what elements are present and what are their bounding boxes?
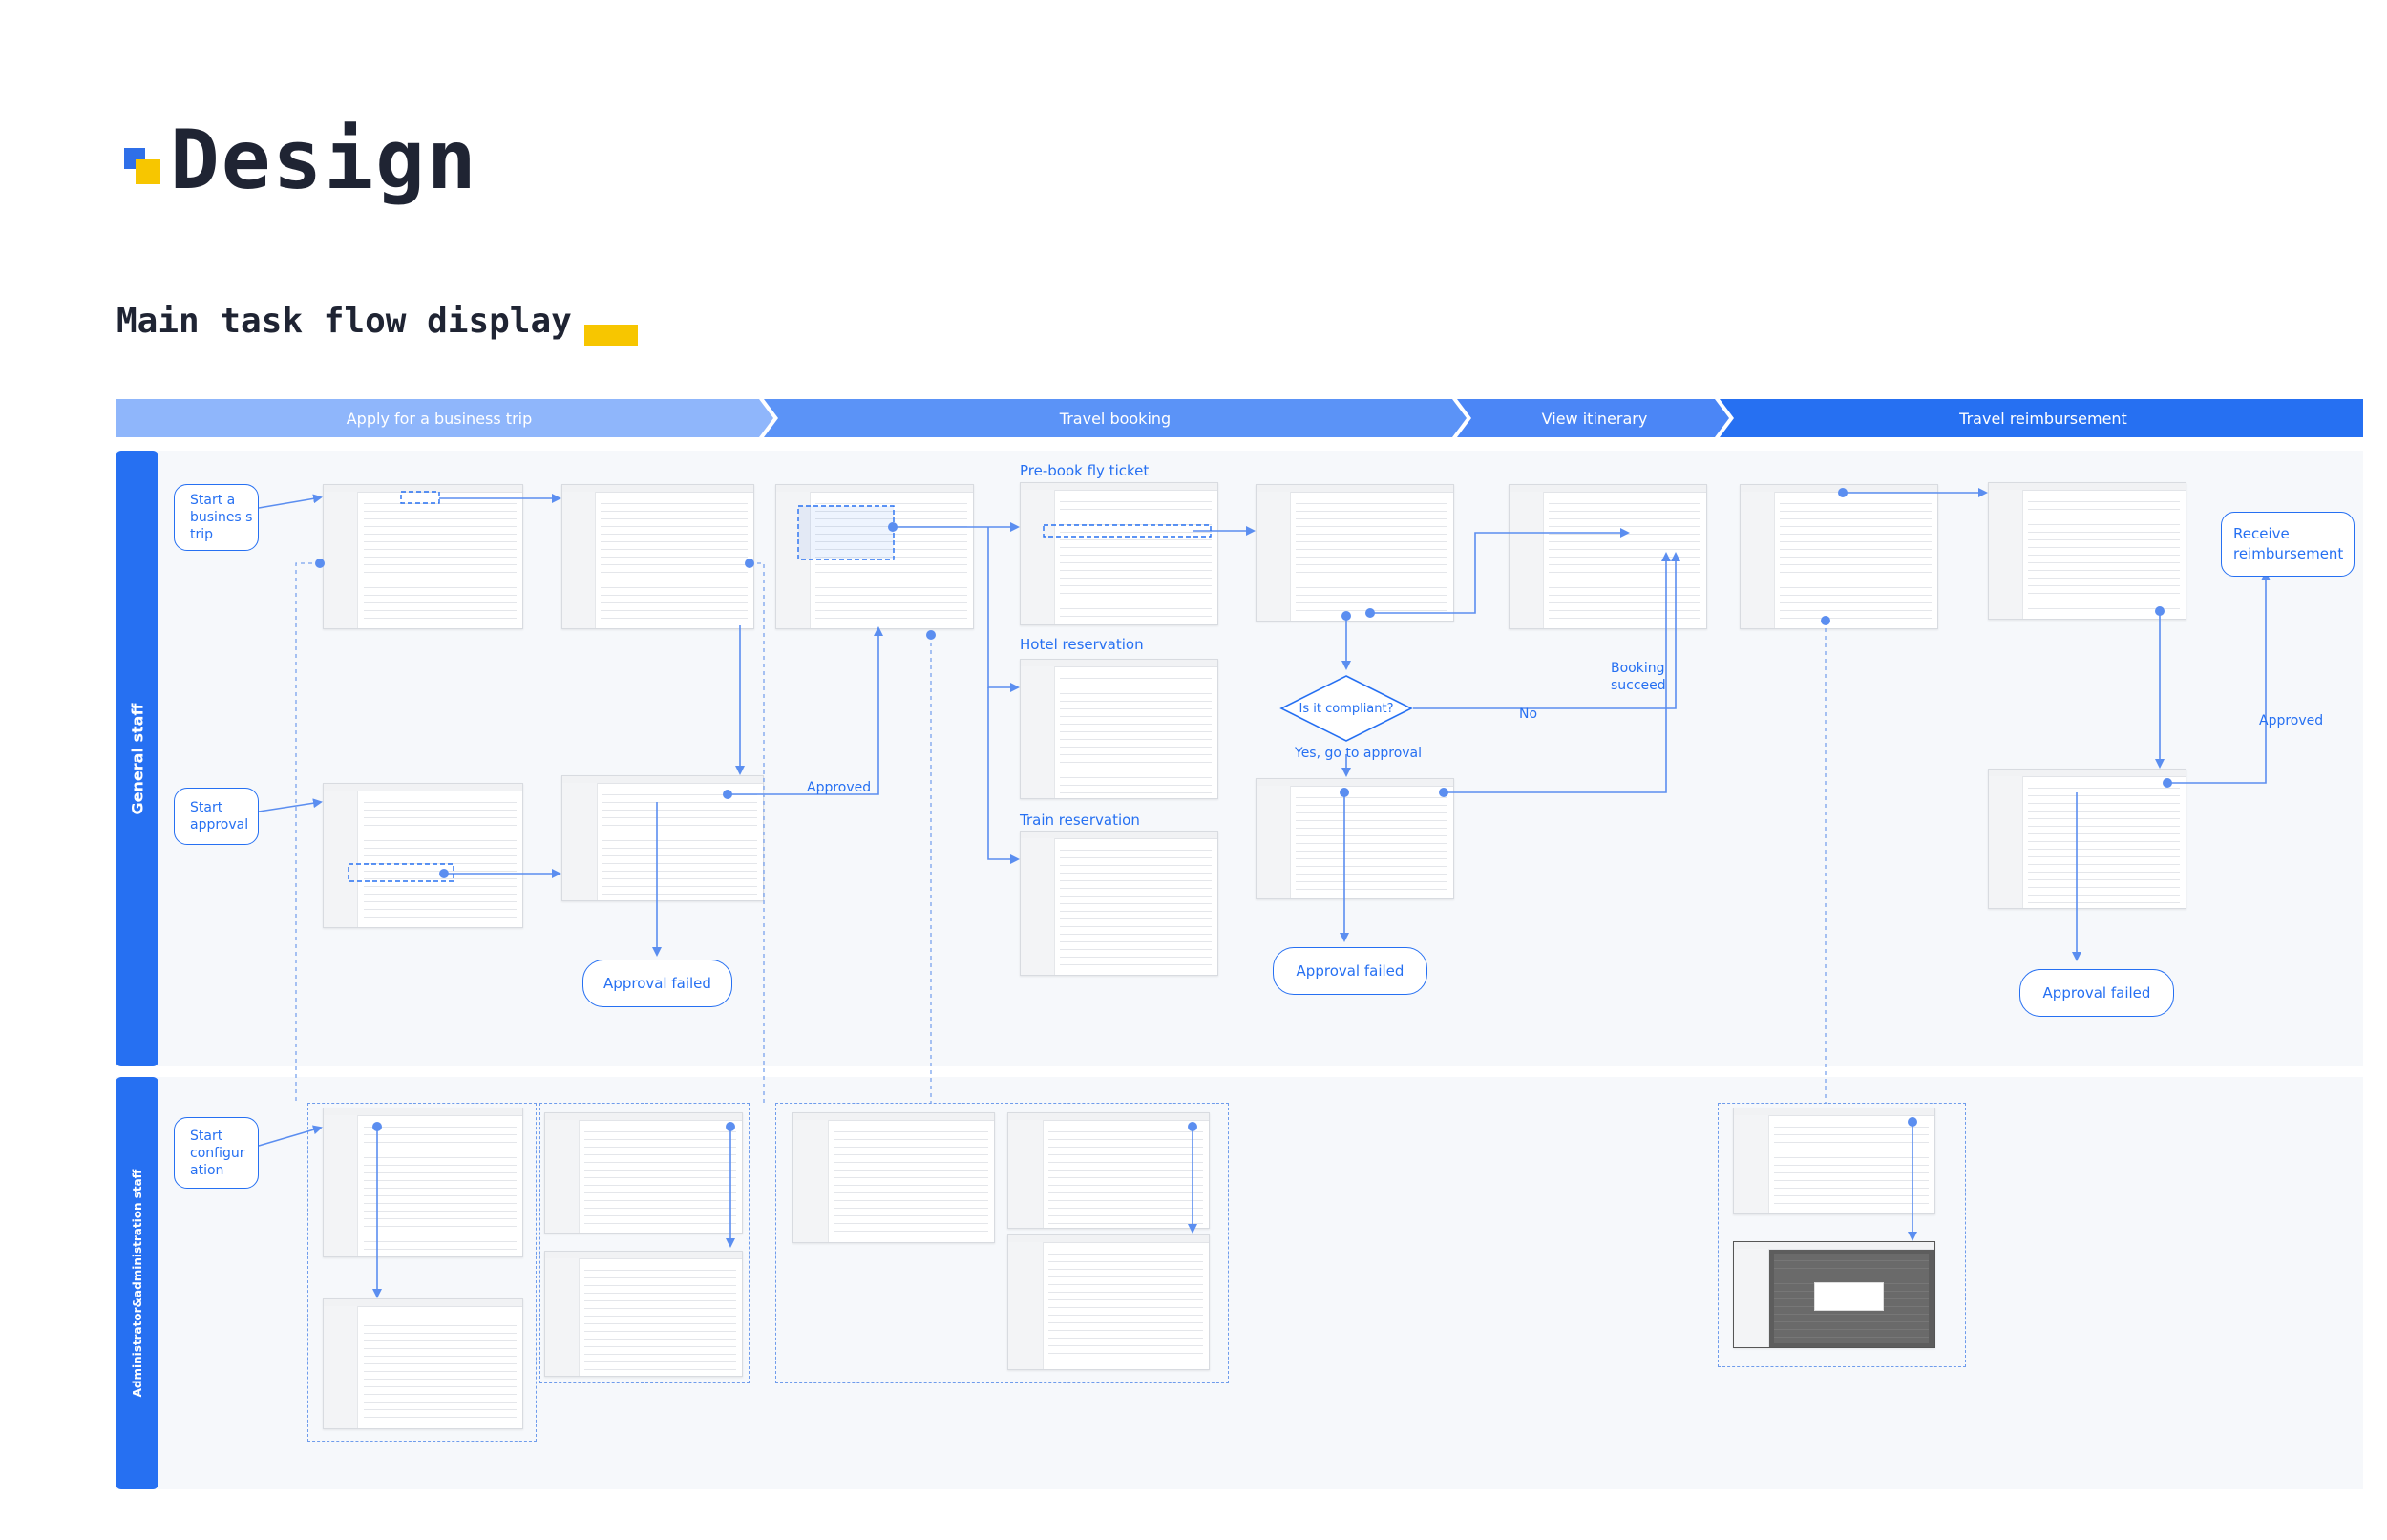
screen-policy-settings xyxy=(792,1112,995,1243)
logo-yellow-square xyxy=(136,159,160,184)
screen-reimburse-approval xyxy=(1988,769,2186,909)
screen-booking-confirm xyxy=(1256,484,1454,622)
screen-hotel-list xyxy=(1020,659,1218,799)
screen-trip-home xyxy=(323,484,523,629)
admin-group-1 xyxy=(307,1103,537,1442)
screen-config-editor xyxy=(544,1251,743,1377)
label-approved-2: Approved xyxy=(2259,713,2324,728)
phase-banner: Apply for a business trip Travel booking… xyxy=(116,399,2363,437)
screen-trip-form xyxy=(561,484,754,629)
screen-booking-home xyxy=(775,484,974,629)
approval-failed-node-2: Approval failed xyxy=(1273,947,1427,995)
screen-flight-list xyxy=(1020,482,1218,625)
label-approved-1: Approved xyxy=(807,780,872,795)
phase-apply-label: Apply for a business trip xyxy=(347,410,533,428)
screen-config-home xyxy=(323,1108,523,1257)
approval-failed-node-3: Approval failed xyxy=(2019,969,2174,1017)
screen-policy-table xyxy=(1007,1112,1210,1229)
lane-admin-label: Administrator&administration staff xyxy=(116,1077,158,1489)
screen-reimburse-form xyxy=(1988,482,2186,620)
page-title: Design xyxy=(170,113,478,208)
screen-train-list xyxy=(1020,831,1218,976)
label-hotel: Hotel reservation xyxy=(1020,636,1144,653)
decision-diamond xyxy=(1279,675,1413,742)
screen-reimburse-config xyxy=(1733,1108,1935,1214)
phase-itinerary-label: View itinerary xyxy=(1542,410,1648,428)
screen-config-list xyxy=(544,1112,743,1234)
start-business-trip-node: Start a busines s trip xyxy=(174,484,259,551)
decision-label: Is it compliant? xyxy=(1299,702,1393,716)
phase-booking xyxy=(764,399,1467,437)
approval-failed-node-1: Approval failed xyxy=(582,960,732,1007)
admin-group-3 xyxy=(775,1103,1229,1383)
subtitle-highlight xyxy=(584,325,638,346)
phase-reimbursement-label: Travel reimbursement xyxy=(1958,410,2127,428)
label-fly-ticket: Pre-book fly ticket xyxy=(1020,462,1150,479)
phase-itinerary xyxy=(1457,399,1729,437)
label-train: Train reservation xyxy=(1020,812,1140,829)
admin-group-4 xyxy=(1718,1103,1966,1367)
admin-group-2 xyxy=(539,1103,750,1383)
phase-booking-label: Travel booking xyxy=(1059,410,1171,428)
screen-booking-approval xyxy=(1256,778,1454,899)
screen-policy-form xyxy=(1007,1234,1210,1370)
lane-general-label: General staff xyxy=(116,451,158,1066)
screen-reimburse-modal xyxy=(1733,1241,1935,1348)
phase-reimbursement xyxy=(1720,399,2363,437)
label-booking: Booking xyxy=(1611,661,1665,676)
screen-reimburse-home xyxy=(1740,484,1938,629)
start-configuration-node: Start configur ation xyxy=(174,1117,259,1189)
label-yes: Yes, go to approval xyxy=(1295,746,1423,761)
receive-reimbursement-node: Receive reimbursement xyxy=(2221,512,2355,577)
label-succeed: succeed xyxy=(1611,678,1666,693)
label-no: No xyxy=(1519,707,1538,722)
screen-itinerary xyxy=(1509,484,1707,629)
page-subtitle: Main task flow display xyxy=(116,302,572,341)
phase-apply xyxy=(116,399,773,437)
start-approval-node: Start approval xyxy=(174,788,259,845)
screen-config-table xyxy=(323,1298,523,1429)
screen-approval-home xyxy=(323,783,523,928)
